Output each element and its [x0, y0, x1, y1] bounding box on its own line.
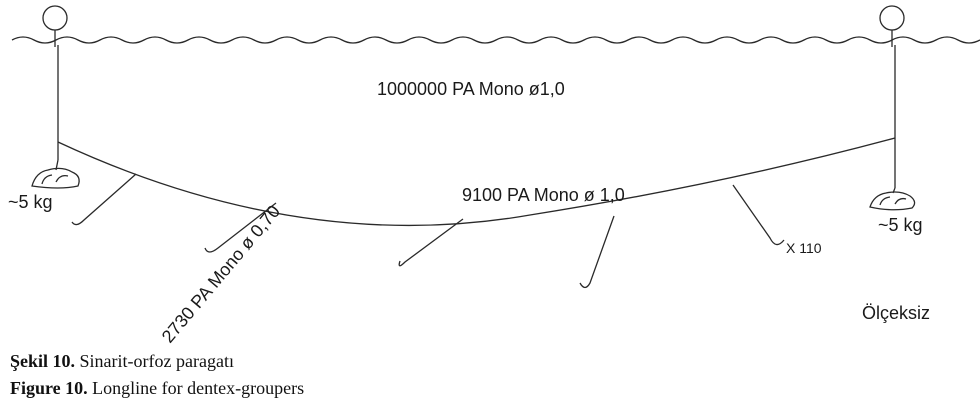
caption-turkish-number: Şekil 10.	[10, 351, 76, 371]
caption-english-text: Longline for dentex-groupers	[87, 378, 305, 398]
caption-english: Figure 10. Longline for dentex-groupers	[10, 378, 304, 399]
branch-line-hook-1	[71, 173, 137, 226]
left-buoy	[42, 5, 68, 47]
scale-note: Ölçeksiz	[862, 303, 930, 323]
branch-line-hook-5	[732, 184, 785, 246]
branchline-label: 2730 PA Mono ø 0,70	[158, 201, 284, 346]
right-buoy	[879, 5, 905, 47]
caption-turkish: Şekil 10. Sinarit-orfoz paragatı	[10, 351, 234, 372]
caption-turkish-text: Sinarit-orfoz paragatı	[75, 351, 234, 371]
left-anchor-stone	[31, 159, 80, 189]
mainline-label: 1000000 PA Mono ø1,0	[377, 79, 565, 99]
sea-surface-wave	[11, 36, 980, 44]
right-weight-label: ~5 kg	[878, 215, 923, 235]
branch-line-hook-2	[204, 202, 277, 253]
caption-english-number: Figure 10.	[10, 378, 88, 398]
ground-line	[57, 137, 896, 227]
groundline-label: 9100 PA Mono ø 1,0	[462, 185, 625, 205]
right-anchor-stone	[869, 187, 916, 211]
left-weight-label: ~5 kg	[8, 192, 53, 212]
branch-line-hook-3	[398, 218, 464, 267]
hook-count-label: X 110	[786, 240, 822, 256]
branch-line-hook-4	[579, 215, 615, 289]
